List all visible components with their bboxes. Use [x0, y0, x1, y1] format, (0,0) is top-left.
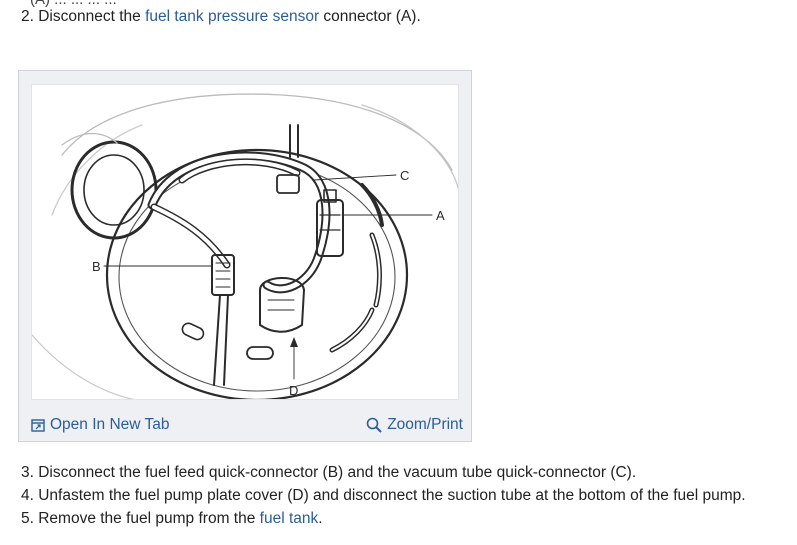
open-in-new-tab-label: Open In New Tab	[50, 416, 170, 433]
previous-step-cut-off: (A) ... ... ... ...	[30, 0, 117, 8]
magnifier-icon	[366, 417, 382, 433]
fuel-tank-link[interactable]: fuel tank	[259, 510, 319, 527]
step-2: 2. Disconnect the fuel tank pressure sen…	[21, 8, 421, 26]
step-5: 5. Remove the fuel pump from the fuel ta…	[21, 510, 323, 528]
label-b: B	[92, 259, 101, 274]
figure-image[interactable]: C A B D	[31, 84, 459, 400]
figure-container: C A B D Open In New Tab Zoom/Print	[18, 70, 472, 442]
step-3: 3. Disconnect the fuel feed quick-connec…	[21, 464, 637, 481]
step-5-suffix: .	[318, 510, 323, 527]
step-2-prefix: 2. Disconnect the	[21, 8, 146, 25]
open-in-new-tab-link[interactable]: Open In New Tab	[31, 416, 169, 434]
label-d: D	[289, 383, 298, 398]
step-5-prefix: 5. Remove the fuel pump from the	[21, 510, 260, 527]
fuel-pump-diagram: C A B D	[32, 93, 458, 399]
open-new-tab-icon	[31, 418, 45, 432]
fuel-tank-pressure-sensor-link[interactable]: fuel tank pressure sensor	[145, 8, 320, 25]
zoom-print-label: Zoom/Print	[387, 416, 463, 433]
label-c: C	[400, 168, 409, 183]
zoom-print-link[interactable]: Zoom/Print	[366, 416, 463, 434]
step-2-suffix: connector (A).	[319, 8, 421, 25]
label-a: A	[436, 208, 445, 223]
step-4: 4. Unfastem the fuel pump plate cover (D…	[21, 487, 746, 504]
